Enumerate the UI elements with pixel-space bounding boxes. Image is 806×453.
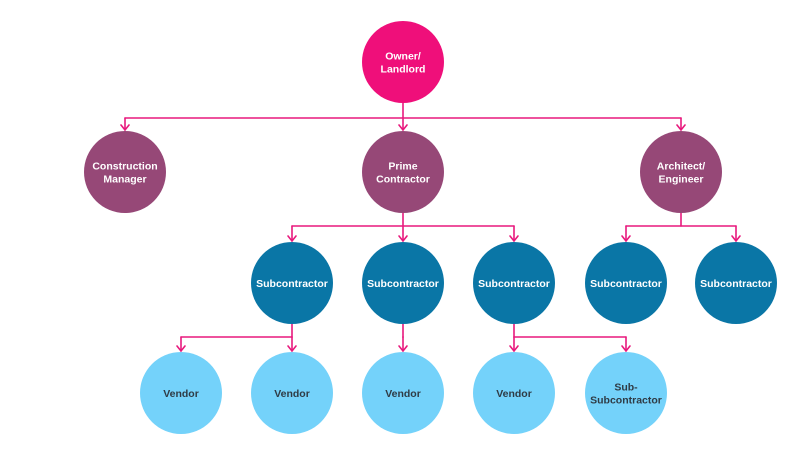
node-circle bbox=[140, 352, 222, 434]
node-subcontractor-3: Subcontractor bbox=[473, 242, 555, 324]
node-subcontractor-4: Subcontractor bbox=[585, 242, 667, 324]
node-label: Vendor bbox=[163, 388, 199, 400]
node-circle bbox=[695, 242, 777, 324]
node-label: Vendor bbox=[496, 388, 532, 400]
arrowhead-icon bbox=[509, 235, 519, 242]
node-label: Owner/ bbox=[385, 51, 421, 63]
node-label: Prime bbox=[388, 161, 417, 173]
arrowhead-icon bbox=[621, 235, 631, 242]
node-label: Subcontractor bbox=[478, 278, 550, 290]
node-architect-engineer: Architect/Engineer bbox=[640, 131, 722, 213]
node-circle bbox=[640, 131, 722, 213]
node-circle bbox=[585, 242, 667, 324]
node-circle bbox=[362, 242, 444, 324]
node-circle bbox=[362, 21, 444, 103]
node-circle bbox=[84, 131, 166, 213]
arrowhead-icon bbox=[621, 345, 631, 352]
node-label: Landlord bbox=[381, 64, 426, 76]
arrowhead-icon bbox=[287, 235, 297, 242]
arrowhead-icon bbox=[398, 124, 408, 131]
node-label: Manager bbox=[103, 174, 146, 186]
node-subcontractor-2: Subcontractor bbox=[362, 242, 444, 324]
arrowhead-icon bbox=[120, 124, 130, 131]
arrowhead-icon bbox=[176, 345, 186, 352]
nodes: Owner/LandlordConstructionManagerPrimeCo… bbox=[84, 21, 777, 434]
arrowhead-icon bbox=[509, 345, 519, 352]
node-label: Subcontractor bbox=[590, 278, 662, 290]
node-circle bbox=[473, 242, 555, 324]
arrowhead-icon bbox=[287, 345, 297, 352]
node-circle bbox=[473, 352, 555, 434]
node-circle bbox=[362, 131, 444, 213]
node-label: Architect/ bbox=[657, 161, 706, 173]
node-vendor-1: Vendor bbox=[140, 352, 222, 434]
arrowhead-icon bbox=[676, 124, 686, 131]
node-vendor-3: Vendor bbox=[362, 352, 444, 434]
node-label: Subcontractor bbox=[590, 395, 662, 407]
node-circle bbox=[251, 352, 333, 434]
node-label: Vendor bbox=[385, 388, 421, 400]
node-subcontractor-5: Subcontractor bbox=[695, 242, 777, 324]
node-circle bbox=[362, 352, 444, 434]
node-label: Engineer bbox=[659, 174, 704, 186]
node-label: Subcontractor bbox=[700, 278, 772, 290]
arrowhead-icon bbox=[398, 235, 408, 242]
node-label: Subcontractor bbox=[256, 278, 328, 290]
node-circle bbox=[585, 352, 667, 434]
node-vendor-4: Vendor bbox=[473, 352, 555, 434]
node-label: Vendor bbox=[274, 388, 310, 400]
node-label: Subcontractor bbox=[367, 278, 439, 290]
node-owner: Owner/Landlord bbox=[362, 21, 444, 103]
node-label: Construction bbox=[92, 161, 157, 173]
connectors bbox=[120, 102, 741, 352]
node-subcontractor-1: Subcontractor bbox=[251, 242, 333, 324]
node-vendor-2: Vendor bbox=[251, 352, 333, 434]
arrowhead-icon bbox=[398, 345, 408, 352]
node-label: Sub- bbox=[614, 382, 638, 394]
arrowhead-icon bbox=[731, 235, 741, 242]
node-circle bbox=[251, 242, 333, 324]
node-label: Contractor bbox=[376, 174, 430, 186]
node-sub-subcontractor: Sub-Subcontractor bbox=[585, 352, 667, 434]
